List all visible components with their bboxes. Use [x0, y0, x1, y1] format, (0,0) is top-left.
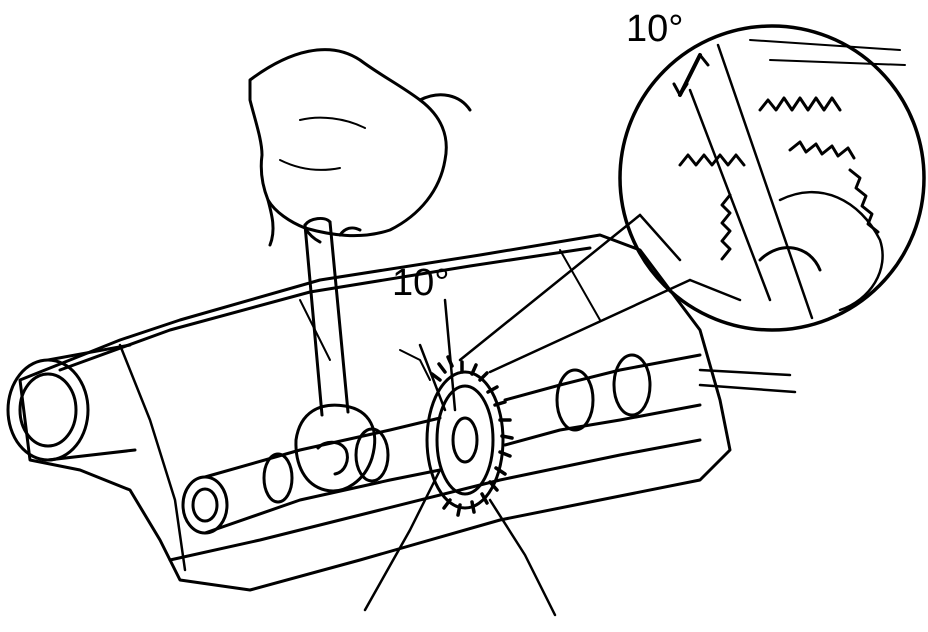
angle-indicator-inset	[672, 43, 814, 320]
camshaft	[181, 353, 797, 535]
hand	[248, 48, 472, 247]
end-housing	[6, 343, 137, 462]
angle-label-main: 10°	[392, 262, 450, 304]
cylinder-head	[18, 233, 732, 592]
camshaft-gear	[425, 355, 514, 517]
wrench	[294, 216, 377, 493]
callout-leader	[458, 213, 692, 374]
inset-gear-teeth	[678, 39, 906, 312]
pointer-lines	[363, 468, 557, 617]
inset-connector	[638, 213, 742, 302]
angle-label-inset: 10°	[626, 8, 684, 50]
angle-indicator-main	[399, 298, 457, 412]
magnified-inset	[618, 24, 926, 332]
